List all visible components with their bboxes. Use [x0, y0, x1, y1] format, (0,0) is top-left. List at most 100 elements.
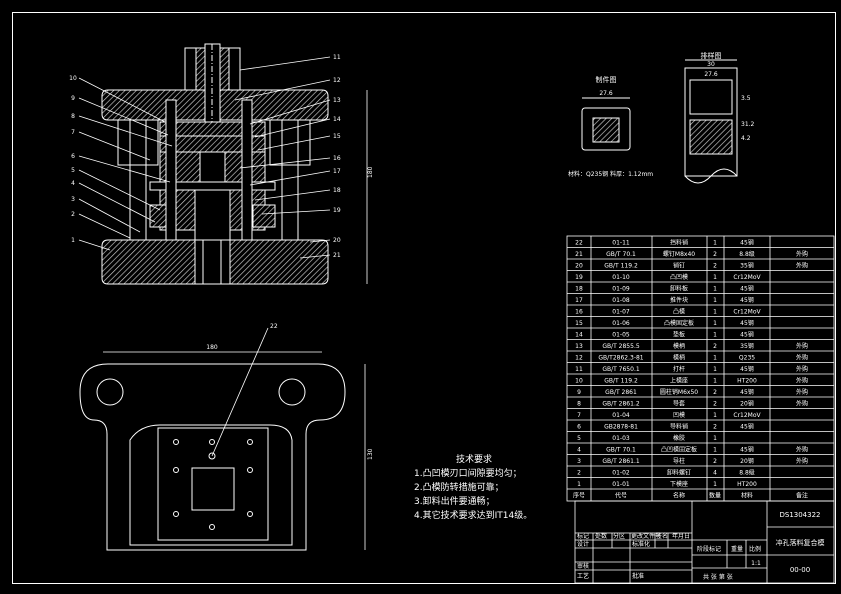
- bom-cell: 14: [575, 332, 583, 339]
- tb-label-jieduan: 阶段标记: [697, 545, 721, 553]
- bom-cell: 2: [713, 251, 717, 258]
- bom-cell: 11: [575, 366, 583, 373]
- tech-requirements: 技术要求 1.凸凹模刃口间隙要均匀； 2.凸模防转措施可靠； 3.卸料出件要通畅…: [414, 453, 532, 521]
- tb-label-zhongliang: 重量: [731, 545, 743, 553]
- bom-cell: 外购: [796, 400, 808, 408]
- bom-cell: 2: [713, 424, 717, 431]
- callout-3: 3: [71, 196, 75, 203]
- bom-cell: 外购: [796, 262, 808, 270]
- bom-cell: GB/T 7650.1: [602, 366, 640, 373]
- title-block: [574, 500, 835, 584]
- tb-label-sheji: 设计: [577, 540, 589, 548]
- section-height-label: 180: [367, 166, 374, 178]
- bom-cell: 20: [575, 263, 583, 270]
- bom-cell: 螺钉M8x40: [663, 250, 695, 258]
- bom-cell: 外购: [796, 250, 808, 258]
- bom-cell: 外购: [796, 342, 808, 350]
- bom-cell: 打杆: [673, 365, 685, 373]
- bom-cell: 1: [713, 435, 717, 442]
- bom-cell: 1: [713, 447, 717, 454]
- bom-cell: 7: [577, 412, 581, 419]
- right-leaders: [234, 56, 331, 259]
- bom-cell: 导柱: [673, 457, 685, 465]
- tech-req-item-3: 3.卸料出件要通畅；: [414, 495, 495, 507]
- callout-9: 9: [71, 95, 75, 102]
- sheet-border: [12, 12, 836, 584]
- bom-cell: 导套: [673, 400, 685, 408]
- bom-cell: 凹模: [673, 411, 685, 419]
- callout-22: 22: [270, 323, 278, 330]
- bom-header-cell: 名称: [673, 492, 685, 500]
- callout-14: 14: [333, 116, 341, 123]
- bom-cell: GB2878-81: [604, 424, 638, 431]
- callout-13: 13: [333, 97, 341, 104]
- bom-cell: 2: [577, 470, 581, 477]
- bom-cell: 2: [713, 389, 717, 396]
- bom-cell: 销钉: [673, 262, 685, 270]
- bom-cell: 45钢: [740, 388, 754, 396]
- callout-1: 1: [71, 237, 75, 244]
- tb-label-chushu: 处数: [595, 532, 607, 540]
- bom-cell: 2: [713, 401, 717, 408]
- bom-cell: 8.8级: [739, 469, 755, 477]
- drawing-name: 冲孔落料复合模: [776, 538, 825, 547]
- strip-title: 排样图: [701, 51, 722, 60]
- bom-header-cell: 材料: [741, 492, 753, 500]
- bom-header-cell: 序号: [573, 492, 585, 500]
- tech-req-item-2: 2.凸模防转措施可靠；: [414, 481, 504, 493]
- callout-15: 15: [333, 133, 341, 140]
- title-block-text: DS1304322 冲孔落料复合模 00-00 1:1 标记 处数 分区 更改文…: [577, 511, 825, 581]
- callout-19: 19: [333, 207, 341, 214]
- tb-label-sheets: 共 张 第 张: [703, 573, 733, 581]
- bom-cell: 1: [713, 378, 717, 385]
- bom-cell: GB/T 2861: [605, 389, 637, 396]
- strip-dim-sub: 27.6: [704, 71, 718, 78]
- plan-dim-lines: [103, 351, 366, 550]
- drawing-scale: 1:1: [751, 560, 761, 567]
- bom-cell: 45钢: [740, 319, 754, 327]
- bom-cell: 凸模: [673, 308, 685, 316]
- strip-dim-top: 30: [707, 61, 715, 68]
- tech-req-item-1: 1.凸凹模刃口间隙要均匀；: [414, 467, 522, 479]
- callout-12: 12: [333, 77, 341, 84]
- bom-cell: 01-02: [612, 470, 630, 477]
- bom-cell: 3: [577, 458, 581, 465]
- tb-label-bili: 比例: [749, 545, 761, 553]
- bom-cell: 35钢: [740, 342, 754, 350]
- bom-cell: 4: [713, 470, 717, 477]
- bom-cell: 模柄: [673, 342, 685, 350]
- bom-cell: GB/T 2855.5: [602, 343, 640, 350]
- section-view: [101, 43, 329, 285]
- tech-req-item-4: 4.其它技术要求达到IT14级。: [414, 509, 532, 521]
- bom-header-cell: 数量: [709, 492, 721, 500]
- tb-label-fenqu: 分区: [613, 532, 625, 540]
- bom-cell: GB/T 2861.1: [602, 458, 640, 465]
- bom-cell: 挡料销: [670, 239, 688, 247]
- tb-label-nianyueri: 年月日: [672, 532, 690, 540]
- bom-cell: Q235: [739, 355, 755, 362]
- tb-label-genggai: 更改文件号: [631, 532, 661, 540]
- bom-cell: GB/T 2861.2: [602, 401, 640, 408]
- left-leaders: [78, 77, 173, 251]
- bom-cell: 45钢: [740, 285, 754, 293]
- bom-cell: 45钢: [740, 239, 754, 247]
- bom-cell: 5: [577, 435, 581, 442]
- workpiece-drawing: [581, 97, 631, 151]
- bom-cell: 外购: [796, 446, 808, 454]
- bom-cell: 9: [577, 389, 581, 396]
- bom-cell: Cr12MoV: [733, 309, 761, 316]
- bom-cell: 1: [713, 481, 717, 488]
- plan-height-dim: 130: [367, 448, 374, 460]
- drawing-code: 00-00: [790, 566, 810, 574]
- tb-label-biaozhunhua: 标准化: [632, 540, 650, 548]
- bom-cell: 外购: [796, 457, 808, 465]
- bom-cell: 1: [713, 366, 717, 373]
- callout-18: 18: [333, 187, 341, 194]
- strip-dim-b: 31.2: [741, 121, 755, 128]
- bom-cell: 01-07: [612, 309, 630, 316]
- bom-cell: 模柄: [673, 354, 685, 362]
- bom-cell: GB/T 70.1: [606, 251, 636, 258]
- bom-cell: 外购: [796, 388, 808, 396]
- bom-cell: 45钢: [740, 423, 754, 431]
- bom-cell: Cr12MoV: [733, 274, 761, 281]
